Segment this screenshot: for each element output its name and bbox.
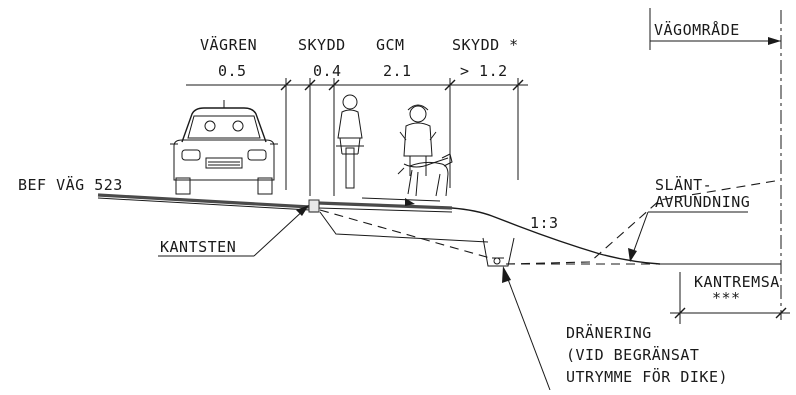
dranering-leader <box>502 266 551 391</box>
pedestrian-with-dog-icon <box>397 104 453 197</box>
label-gcm: GCM <box>376 36 405 54</box>
label-skydd-left-width: 0.4 <box>313 62 342 80</box>
slant-leader <box>628 211 748 262</box>
label-kantremsa-width: *** <box>712 289 741 307</box>
label-dranering-line3: UTRYMME FÖR DIKE) <box>566 367 728 386</box>
label-dranering-line2: (VID BEGRÄNSAT <box>566 345 699 364</box>
gcm-pavement <box>317 197 453 213</box>
kantsten-leader <box>158 205 309 257</box>
top-dimension-line <box>186 78 528 196</box>
car-icon <box>170 100 278 195</box>
label-dranering-line1: DRÄNERING <box>566 323 652 342</box>
label-vagren: VÄGREN <box>200 35 257 54</box>
label-slant-line2: AVRUNDNING <box>655 193 750 211</box>
road-area-boundary <box>649 8 782 320</box>
label-skydd-right: SKYDD * <box>452 36 519 54</box>
label-vagomrade: VÄGOMRÅDE <box>654 20 740 39</box>
arrow-right-icon <box>768 37 781 45</box>
label-skydd-left: SKYDD <box>298 36 346 54</box>
label-slope: 1:3 <box>530 214 559 232</box>
label-kantsten: KANTSTEN <box>160 238 236 256</box>
cyclist-icon <box>336 94 364 189</box>
drainage-trench <box>482 237 515 267</box>
kantremsa-dimension <box>670 272 790 324</box>
label-bef-vag: BEF VÄG 523 <box>18 175 123 194</box>
label-skydd-right-width: > 1.2 <box>460 62 508 80</box>
label-vagren-width: 0.5 <box>218 62 247 80</box>
label-gcm-width: 2.1 <box>383 62 412 80</box>
slope-profile <box>319 179 782 265</box>
label-slant-line1: SLÄNT- <box>655 175 712 194</box>
label-kantremsa: KANTREMSA <box>694 273 780 291</box>
curb-stone <box>308 199 320 213</box>
existing-road-surface <box>97 193 311 211</box>
